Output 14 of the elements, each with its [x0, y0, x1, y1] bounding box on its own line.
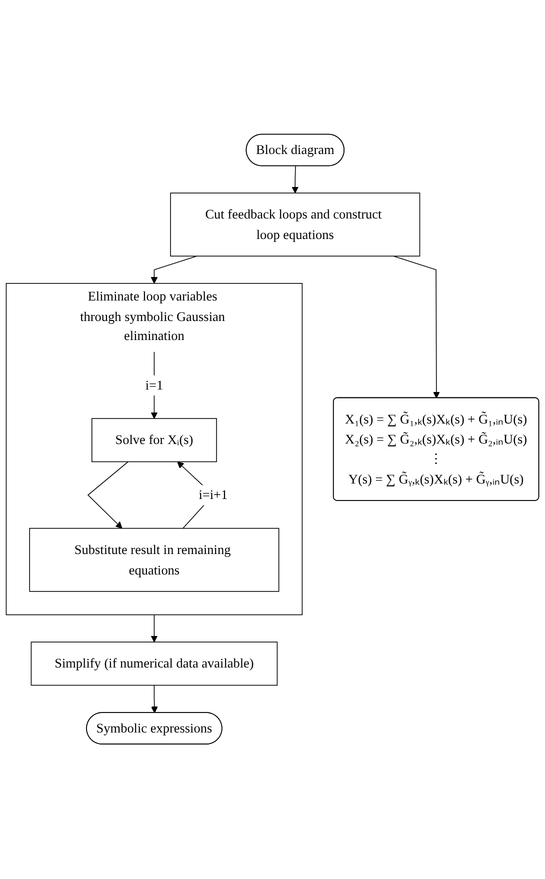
cluster [6, 283, 303, 616]
node-box [170, 192, 420, 257]
arrow [87, 462, 129, 529]
node-box [92, 418, 217, 462]
arrow [292, 166, 299, 194]
edge-label: i=i+1 [198, 488, 228, 503]
arrow [151, 685, 158, 714]
edge-label: i=1 [145, 378, 164, 393]
arrow [150, 352, 158, 420]
arrow [393, 256, 440, 399]
arrow [150, 256, 198, 284]
node-box [30, 642, 278, 686]
arrow [150, 614, 158, 643]
node-box [29, 528, 280, 592]
